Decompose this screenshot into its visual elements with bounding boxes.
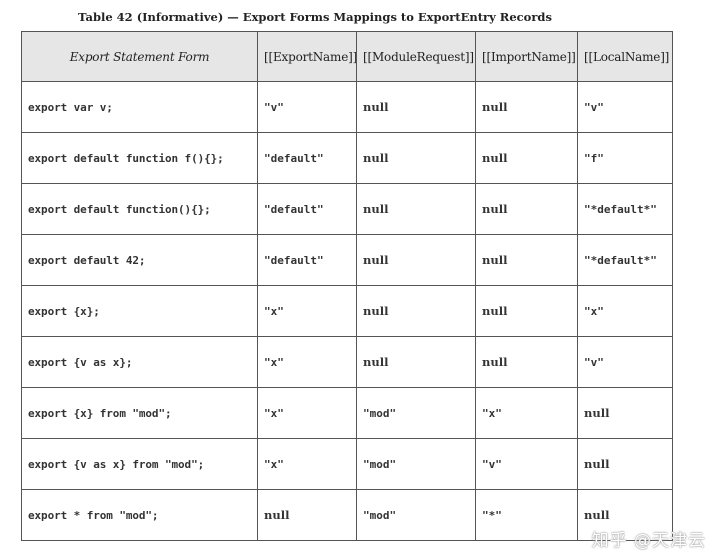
cell-module-request: "mod" <box>356 438 476 490</box>
cell-module-request: null <box>356 132 476 184</box>
cell-local-name: "*default*" <box>577 234 673 286</box>
cell-local-name: "x" <box>577 285 673 337</box>
table-row: export {v as x}; "x" null null "v" <box>21 336 673 388</box>
cell-local-name: null <box>577 438 673 490</box>
cell-local-name: null <box>577 489 673 541</box>
cell-import-name: null <box>475 132 578 184</box>
cell-local-name: "f" <box>577 132 673 184</box>
cell-local-name: "v" <box>577 81 673 133</box>
cell-export-form: export default 42; <box>21 234 258 286</box>
cell-export-form: export {v as x} from "mod"; <box>21 438 258 490</box>
cell-module-request: "mod" <box>356 489 476 541</box>
cell-module-request: "mod" <box>356 387 476 439</box>
header-module-request: [[ModuleRequest]] <box>356 31 476 82</box>
cell-module-request: null <box>356 81 476 133</box>
cell-import-name: "*" <box>475 489 578 541</box>
table-row: export {x} from "mod"; "x" "mod" "x" nul… <box>21 387 673 439</box>
cell-module-request: null <box>356 234 476 286</box>
cell-export-name: null <box>257 489 357 541</box>
table-row: export default function f(){}; "default"… <box>21 132 673 184</box>
cell-export-form: export var v; <box>21 81 258 133</box>
table-row: export * from "mod"; null "mod" "*" null <box>21 489 673 541</box>
cell-export-name: "x" <box>257 336 357 388</box>
cell-local-name: "*default*" <box>577 183 673 235</box>
header-export-name: [[ExportName]] <box>257 31 357 82</box>
cell-local-name: null <box>577 387 673 439</box>
table-row: export {v as x} from "mod"; "x" "mod" "v… <box>21 438 673 490</box>
watermark: 知乎 @天津云 <box>591 531 706 551</box>
table-row: export default 42; "default" null null "… <box>21 234 673 286</box>
cell-module-request: null <box>356 285 476 337</box>
cell-module-request: null <box>356 336 476 388</box>
cell-import-name: null <box>475 336 578 388</box>
table-row: export var v; "v" null null "v" <box>21 81 673 133</box>
cell-import-name: null <box>475 285 578 337</box>
cell-export-name: "default" <box>257 132 357 184</box>
cell-import-name: null <box>475 183 578 235</box>
cell-export-form: export default function(){}; <box>21 183 258 235</box>
cell-import-name: null <box>475 81 578 133</box>
table-row: export default function(){}; "default" n… <box>21 183 673 235</box>
cell-export-form: export * from "mod"; <box>21 489 258 541</box>
cell-export-name: "v" <box>257 81 357 133</box>
cell-export-form: export {x}; <box>21 285 258 337</box>
cell-export-name: "x" <box>257 285 357 337</box>
cell-export-name: "x" <box>257 438 357 490</box>
table-row: export {x}; "x" null null "x" <box>21 285 673 337</box>
cell-export-name: "default" <box>257 234 357 286</box>
header-local-name: [[LocalName]] <box>577 31 673 82</box>
cell-import-name: "x" <box>475 387 578 439</box>
cell-import-name: "v" <box>475 438 578 490</box>
cell-local-name: "v" <box>577 336 673 388</box>
header-import-name: [[ImportName]] <box>475 31 578 82</box>
cell-export-form: export {x} from "mod"; <box>21 387 258 439</box>
cell-export-name: "x" <box>257 387 357 439</box>
table-caption: Table 42 (Informative) — Export Forms Ma… <box>78 10 552 24</box>
header-export-statement-form: Export Statement Form <box>21 31 258 82</box>
cell-import-name: null <box>475 234 578 286</box>
cell-module-request: null <box>356 183 476 235</box>
cell-export-form: export {v as x}; <box>21 336 258 388</box>
cell-export-form: export default function f(){}; <box>21 132 258 184</box>
cell-export-name: "default" <box>257 183 357 235</box>
export-mappings-table: Export Statement Form [[ExportName]] [[M… <box>21 31 673 541</box>
table-header-row: Export Statement Form [[ExportName]] [[M… <box>21 31 673 82</box>
